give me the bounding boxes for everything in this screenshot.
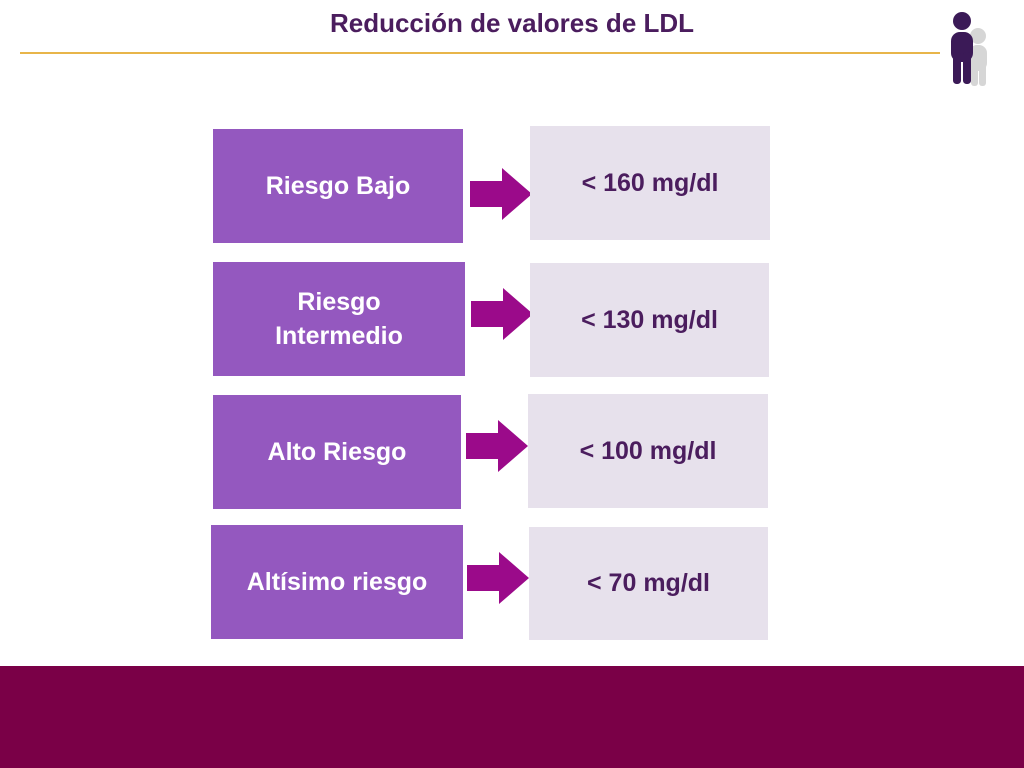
right-arrow-icon bbox=[470, 168, 532, 220]
footer-band bbox=[0, 666, 1024, 768]
risk-box-very-high: Altísimo riesgo bbox=[211, 525, 463, 639]
target-box-intermediate: < 130 mg/dl bbox=[530, 263, 769, 377]
risk-box-low: Riesgo Bajo bbox=[213, 129, 463, 243]
people-icon bbox=[951, 12, 987, 86]
target-box-very-high: < 70 mg/dl bbox=[529, 527, 768, 640]
risk-box-intermediate: Riesgo Intermedio bbox=[213, 262, 465, 376]
right-arrow-icon bbox=[466, 420, 528, 472]
target-box-low: < 160 mg/dl bbox=[530, 126, 770, 240]
right-arrow-icon bbox=[471, 288, 533, 340]
title-underline bbox=[20, 52, 940, 54]
slide-title: Reducción de valores de LDL bbox=[329, 8, 695, 38]
risk-box-high: Alto Riesgo bbox=[213, 395, 461, 509]
target-box-high: < 100 mg/dl bbox=[528, 394, 768, 508]
right-arrow-icon bbox=[467, 552, 529, 604]
